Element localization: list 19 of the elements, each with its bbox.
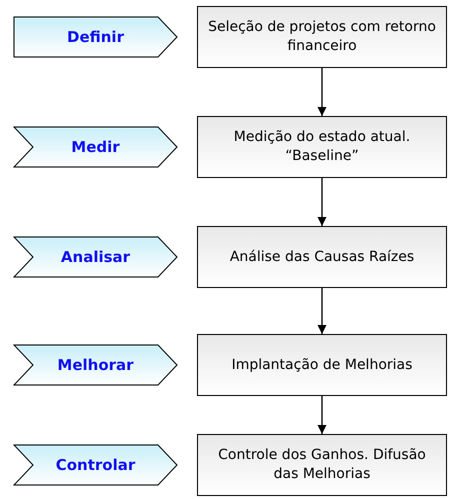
process-box	[197, 6, 447, 68]
phase-label: Medir	[71, 136, 120, 158]
arrow	[317, 396, 327, 434]
arrow	[317, 68, 327, 116]
process-box	[197, 334, 447, 396]
phase-label: Definir	[67, 26, 124, 48]
process-box	[197, 226, 447, 288]
phase-label: Controlar	[56, 454, 136, 476]
phase-label: Analisar	[60, 246, 130, 268]
arrow	[317, 178, 327, 226]
step-text: Análise das Causas Raízes	[230, 248, 414, 266]
phase-label: Melhorar	[57, 354, 134, 376]
step-text: Implantação de Melhorias	[232, 356, 412, 374]
process-box	[197, 434, 447, 496]
process-box	[197, 116, 447, 178]
step-text: Seleção de projetos com retorno financeiro	[207, 18, 437, 56]
step-text: Controle dos Ganhos. Difusão das Melhorias	[217, 446, 427, 484]
step-text: Medição do estado atual. “Baseline”	[232, 128, 412, 166]
arrow	[317, 288, 327, 334]
